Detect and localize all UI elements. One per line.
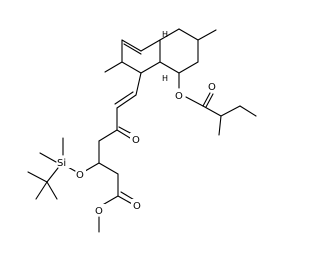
h-top-label: H bbox=[162, 30, 168, 39]
ring-a bbox=[121, 39, 161, 74]
methyl-ring-a bbox=[104, 61, 123, 73]
h-bottom-label: H bbox=[162, 74, 168, 83]
o-silyl-label: O bbox=[76, 170, 84, 181]
tbs-ether: O Si bbox=[27, 137, 100, 200]
o-ketone-label: O bbox=[132, 135, 140, 146]
ring-b bbox=[159, 28, 199, 74]
o-ester-ring-label: O bbox=[175, 91, 183, 102]
structure-canvas: H H O O O O O bbox=[27, 28, 257, 233]
o-ester-carbonyl-label: O bbox=[208, 82, 216, 93]
methyl-ring-b bbox=[197, 29, 217, 41]
o-methyl-ester-label: O bbox=[95, 206, 103, 217]
methyl-ester: O O bbox=[93, 199, 143, 233]
butanoate-ester: O O bbox=[173, 72, 257, 136]
molecule-structure: H H O O O O O bbox=[27, 28, 257, 233]
si-label: Si bbox=[57, 158, 66, 169]
enone-chain: O bbox=[98, 72, 142, 208]
o-methyl-ester-carbonyl-label: O bbox=[133, 201, 141, 212]
